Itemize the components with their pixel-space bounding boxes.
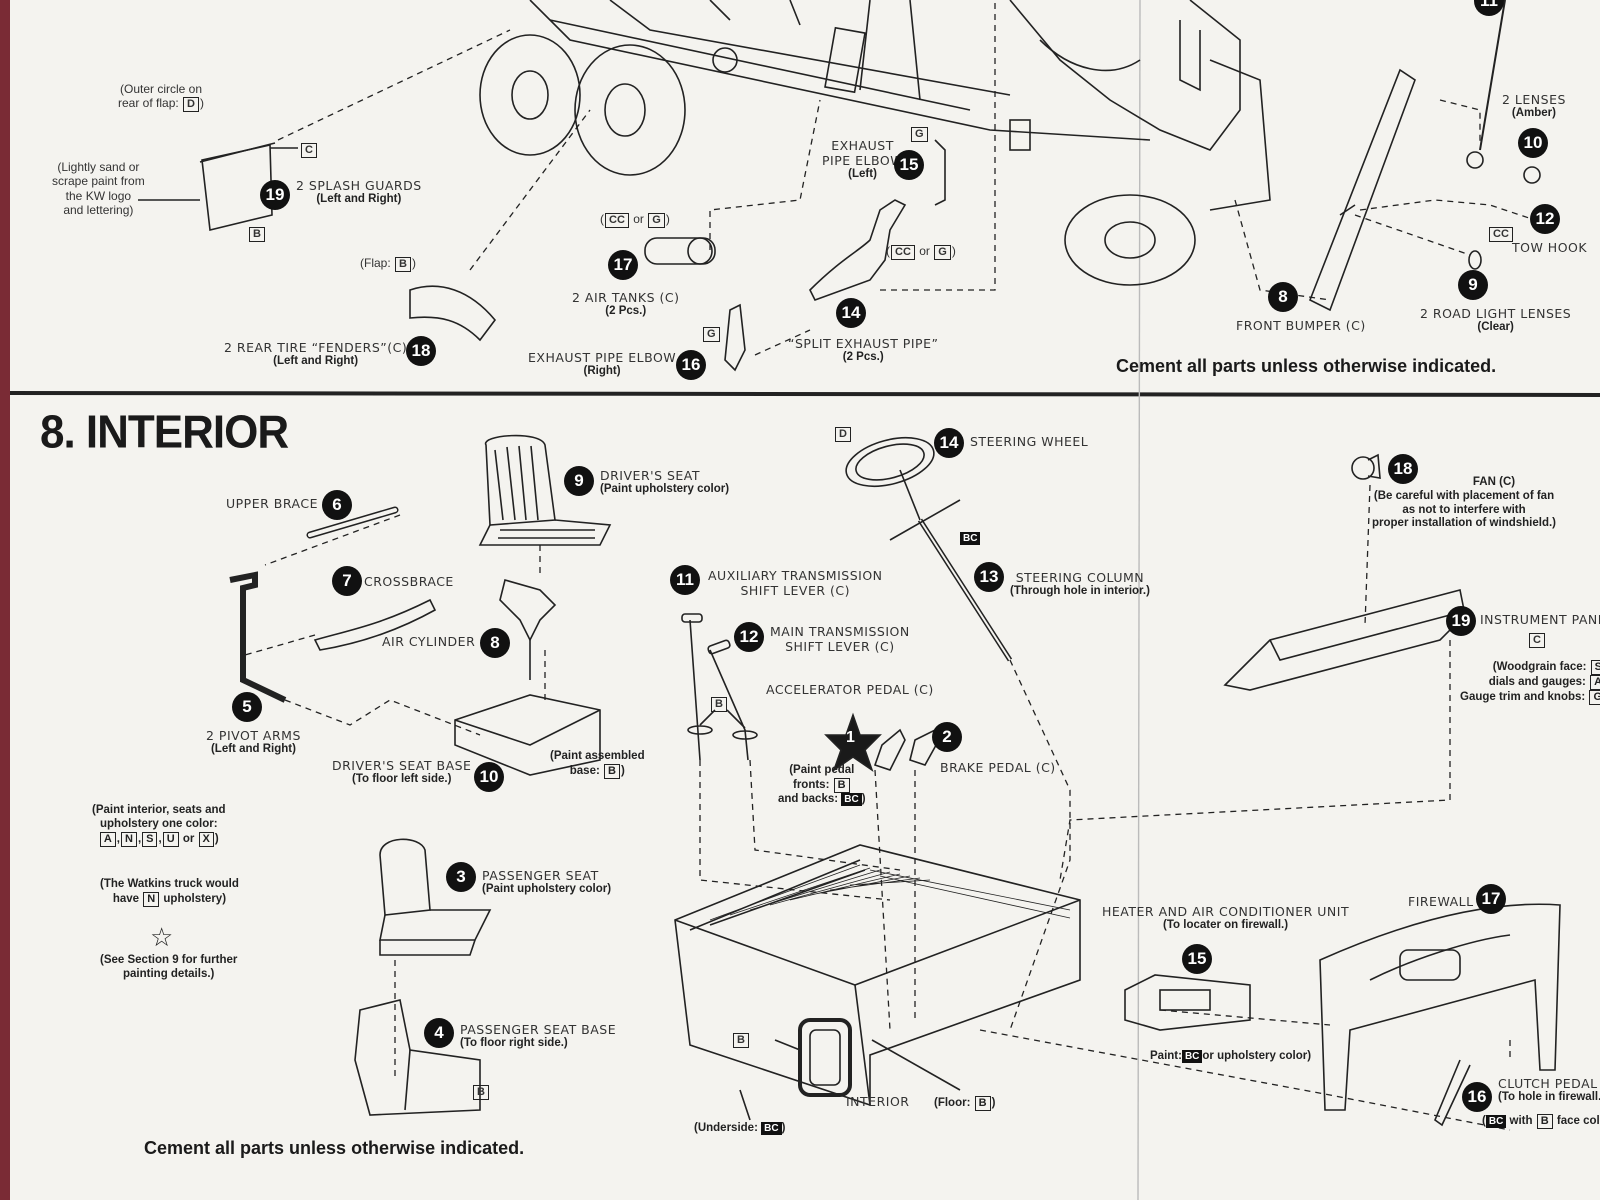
aux-shift-label: AUXILIARY TRANSMISSION SHIFT LEVER (C) [708,568,883,598]
watkins-note: (The Watkins truck would have N upholste… [100,878,239,907]
front-bumper-label: FRONT BUMPER (C) [1236,318,1366,333]
flap-note: (Flap: B) [360,256,416,272]
steering-wheel-label: STEERING WHEEL [970,434,1089,449]
part-number-18: 18 [406,336,436,366]
part-number-2: 2 [932,722,962,752]
air-cylinder-label: AIR CYLINDER [382,634,476,649]
interior-label: INTERIOR [846,1094,910,1109]
part-number-13: 13 [974,562,1004,592]
part-number-12-top: 12 [1530,204,1560,234]
part-number-12: 12 [734,622,764,652]
floor-note: (Floor: B) [934,1096,996,1111]
part-number-9: 9 [564,466,594,496]
exhaust-right-label: EXHAUST PIPE ELBOW (Right) [528,350,677,377]
clutch-label: CLUTCH PEDAL (C (To hole in firewall.) [1498,1076,1600,1103]
part-number-15: 15 [894,150,924,180]
seat-base-label: DRIVER'S SEAT BASE (To floor left side.) [332,758,472,785]
fenders-label: 2 REAR TIRE “FENDERS”(C) (Left and Right… [224,340,408,367]
part-number-16: 16 [676,350,706,380]
steering-col-box: BC [960,532,981,545]
underside-note: (Underside: BC) [694,1122,786,1135]
part-number-7: 7 [332,566,362,596]
split-pipe-label: “SPLIT EXHAUST PIPE” (2 Pcs.) [788,336,939,363]
outer-circle-note: (Outer circle on rear of flap: D) [118,82,204,113]
section-title: 8. INTERIOR [40,406,289,459]
upper-brace-label: UPPER BRACE [226,496,318,511]
lenses-label: 2 LENSES (Amber) [1502,92,1566,119]
crossbrace-label: CROSSBRACE [364,574,454,589]
tow-hook-box: CC [1489,227,1513,242]
part-number-10-top: 10 [1518,128,1548,158]
instrument-label: INSTRUMENT PANI [1480,612,1600,627]
instrument-box: C [1529,633,1545,648]
part-number-14: 14 [934,428,964,458]
main-shift-label: MAIN TRANSMISSION SHIFT LEVER (C) [770,624,910,654]
part-number-15: 15 [1182,944,1212,974]
clutch-paint-note: (BC with B face col [1482,1114,1600,1129]
air-tanks-label: 2 AIR TANKS (C) (2 Pcs.) [572,290,680,317]
steering-col-label: STEERING COLUMN (Through hole in interio… [1010,570,1150,597]
exhaust-right-box: G [703,327,720,342]
passenger-base-label: PASSENGER SEAT BASE (To floor right side… [460,1022,617,1049]
splash-guards-label: 2 SPLASH GUARDS (Left and Right) [296,178,422,205]
part-number-11-top: 11 [1474,0,1504,16]
part-number-17: 17 [1476,884,1506,914]
part-number-19: 19 [1446,606,1476,636]
steering-wheel-box: D [835,427,851,442]
instrument-paint-note: (Woodgrain face: S dials and gauges: A G… [1460,660,1600,705]
tub-box: B [733,1033,749,1048]
drivers-seat-label: DRIVER'S SEAT (Paint upholstery color) [600,468,730,495]
firewall-label: FIREWALL [1408,894,1474,909]
line-art [10,0,1600,1200]
paint-interior-note: (Paint interior, seats and upholstery on… [92,804,226,847]
tow-hook-label: TOW HOOK [1512,240,1588,255]
air-tanks-color: (CC or G) [600,212,670,228]
star-icon: ☆ [150,922,174,952]
cement-note-bottom: Cement all parts unless otherwise indica… [144,1138,525,1158]
part-number-8: 8 [480,628,510,658]
pedal-paint-note: (Paint pedal fronts: B and backs: BC) [778,764,866,806]
cement-note-top: Cement all parts unless otherwise indica… [1116,356,1497,376]
heater-label: HEATER AND AIR CONDITIONER UNIT (To loca… [1102,904,1350,931]
accelerator-label: ACCELERATOR PEDAL (C) [766,682,934,697]
part-number-18: 18 [1388,454,1418,484]
see-section-note: (See Section 9 for further painting deta… [100,954,238,980]
pivot-arms-label: 2 PIVOT ARMS (Left and Right) [206,728,301,755]
lever-box: B [711,697,727,712]
part-number-8-top: 8 [1268,282,1298,312]
color-box-c: C [301,143,317,158]
part-number-3: 3 [446,862,476,892]
exhaust-left-label: EXHAUST PIPE ELBOW (Left) [822,138,904,180]
fan-label: FAN (C) (Be careful with placement of fa… [1372,476,1557,530]
part-number-10: 10 [474,762,504,792]
part-number-19: 19 [260,180,290,210]
part-number-1: 1 [846,729,855,746]
assembled-base-note: (Paint assembled base: B) [550,750,645,779]
passenger-base-box: B [473,1085,489,1100]
part-number-6: 6 [322,490,352,520]
color-box-b: B [249,227,265,242]
part-number-16: 16 [1462,1082,1492,1112]
instruction-sheet: (Outer circle on rear of flap: D) (Light… [10,0,1600,1200]
brake-label: BRAKE PEDAL (C) [940,760,1056,775]
part-number-14: 14 [836,298,866,328]
part-number-5: 5 [232,692,262,722]
part-number-9-top: 9 [1458,270,1488,300]
sand-note: (Lightly sand or scrape paint from the K… [52,160,145,218]
exhaust-left-box: G [911,127,928,142]
part-number-11: 11 [670,565,700,595]
passenger-seat-label: PASSENGER SEAT (Paint upholstery color) [482,868,612,895]
part-number-4: 4 [424,1018,454,1048]
part-number-17: 17 [608,250,638,280]
road-light-label: 2 ROAD LIGHT LENSES (Clear) [1420,306,1572,333]
split-pipe-color: (CC or G) [886,244,956,260]
